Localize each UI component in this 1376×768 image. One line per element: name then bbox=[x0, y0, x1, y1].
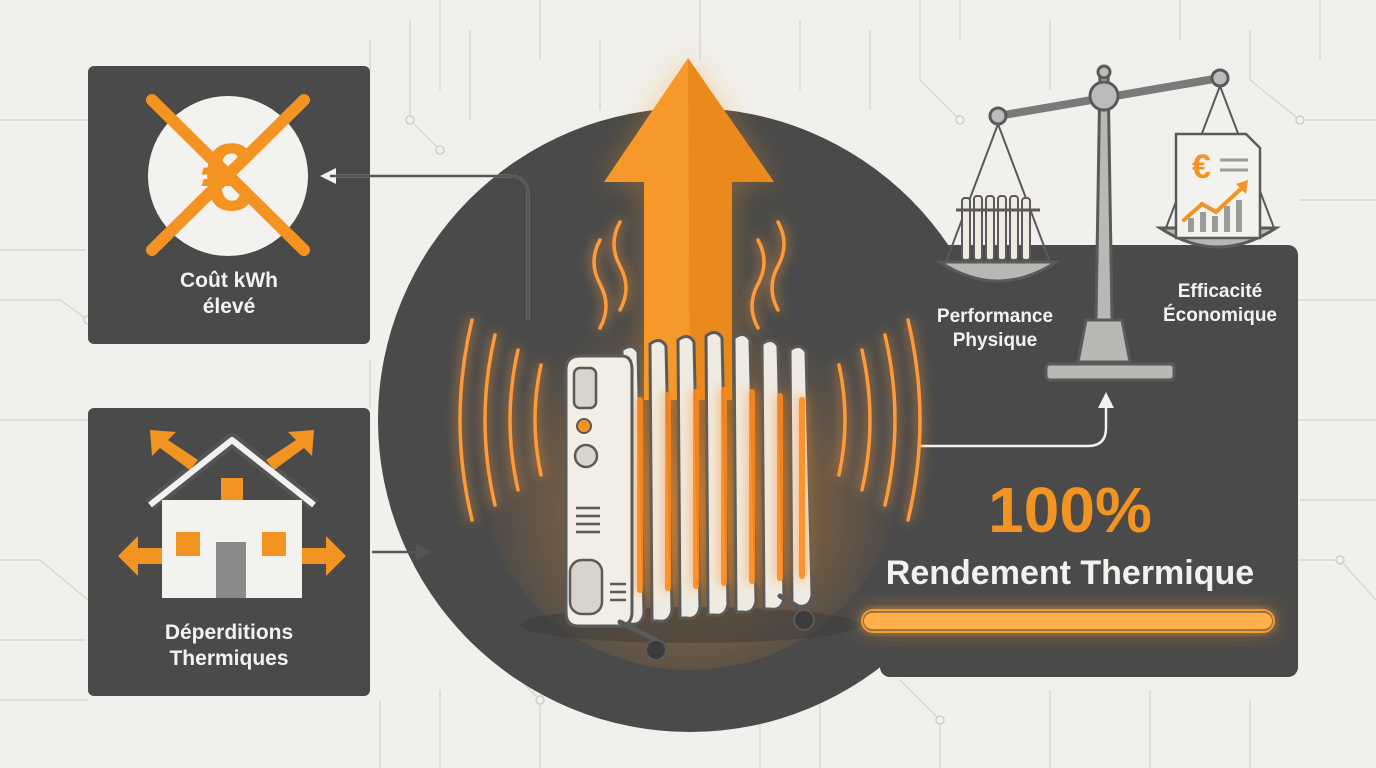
heat-loss-label-line1: Déperditions bbox=[164, 621, 294, 644]
cost-label: Coût kWh élevé bbox=[88, 268, 370, 321]
economic-efficiency-line1: Efficacité bbox=[1177, 281, 1263, 302]
physical-performance-label: Performance Physique bbox=[900, 305, 1090, 353]
svg-text:€: € bbox=[1192, 148, 1211, 186]
yield-bar bbox=[861, 608, 1275, 634]
cost-label-line1: Coût kWh bbox=[180, 269, 278, 292]
connector-to-cost-card bbox=[330, 174, 530, 320]
radiator-icon bbox=[520, 331, 860, 661]
report-chart-icon: € bbox=[1174, 132, 1262, 240]
house-heat-loss-icon bbox=[118, 430, 346, 598]
economic-efficiency-label: Efficacité Économique bbox=[1125, 280, 1315, 328]
yield-percent: 100% bbox=[988, 474, 1152, 546]
heat-loss-label: Déperditions Thermiques bbox=[88, 620, 370, 673]
heat-arrow-icon bbox=[604, 58, 774, 400]
euro-crossed-icon: € bbox=[146, 94, 310, 256]
connector-to-scale bbox=[920, 402, 1108, 448]
arrow-from-heat-loss bbox=[416, 544, 432, 560]
physical-performance-line2: Physique bbox=[952, 329, 1038, 351]
heat-loss-label-line2: Thermiques bbox=[169, 647, 289, 671]
yield-bar-fill bbox=[864, 613, 1272, 629]
heat-loss-card bbox=[88, 408, 370, 696]
mini-radiator-icon bbox=[956, 195, 1040, 261]
yield-label: Rendement Thermique bbox=[885, 554, 1255, 592]
physical-performance-line1: Performance bbox=[936, 306, 1054, 327]
cost-card: € bbox=[88, 66, 370, 344]
economic-efficiency-line2: Économique bbox=[1162, 304, 1277, 326]
arrow-to-cost-card bbox=[320, 168, 336, 184]
cost-label-line2: élevé bbox=[202, 295, 256, 319]
heat-waves bbox=[458, 220, 922, 522]
arrow-to-scale bbox=[1098, 392, 1114, 408]
